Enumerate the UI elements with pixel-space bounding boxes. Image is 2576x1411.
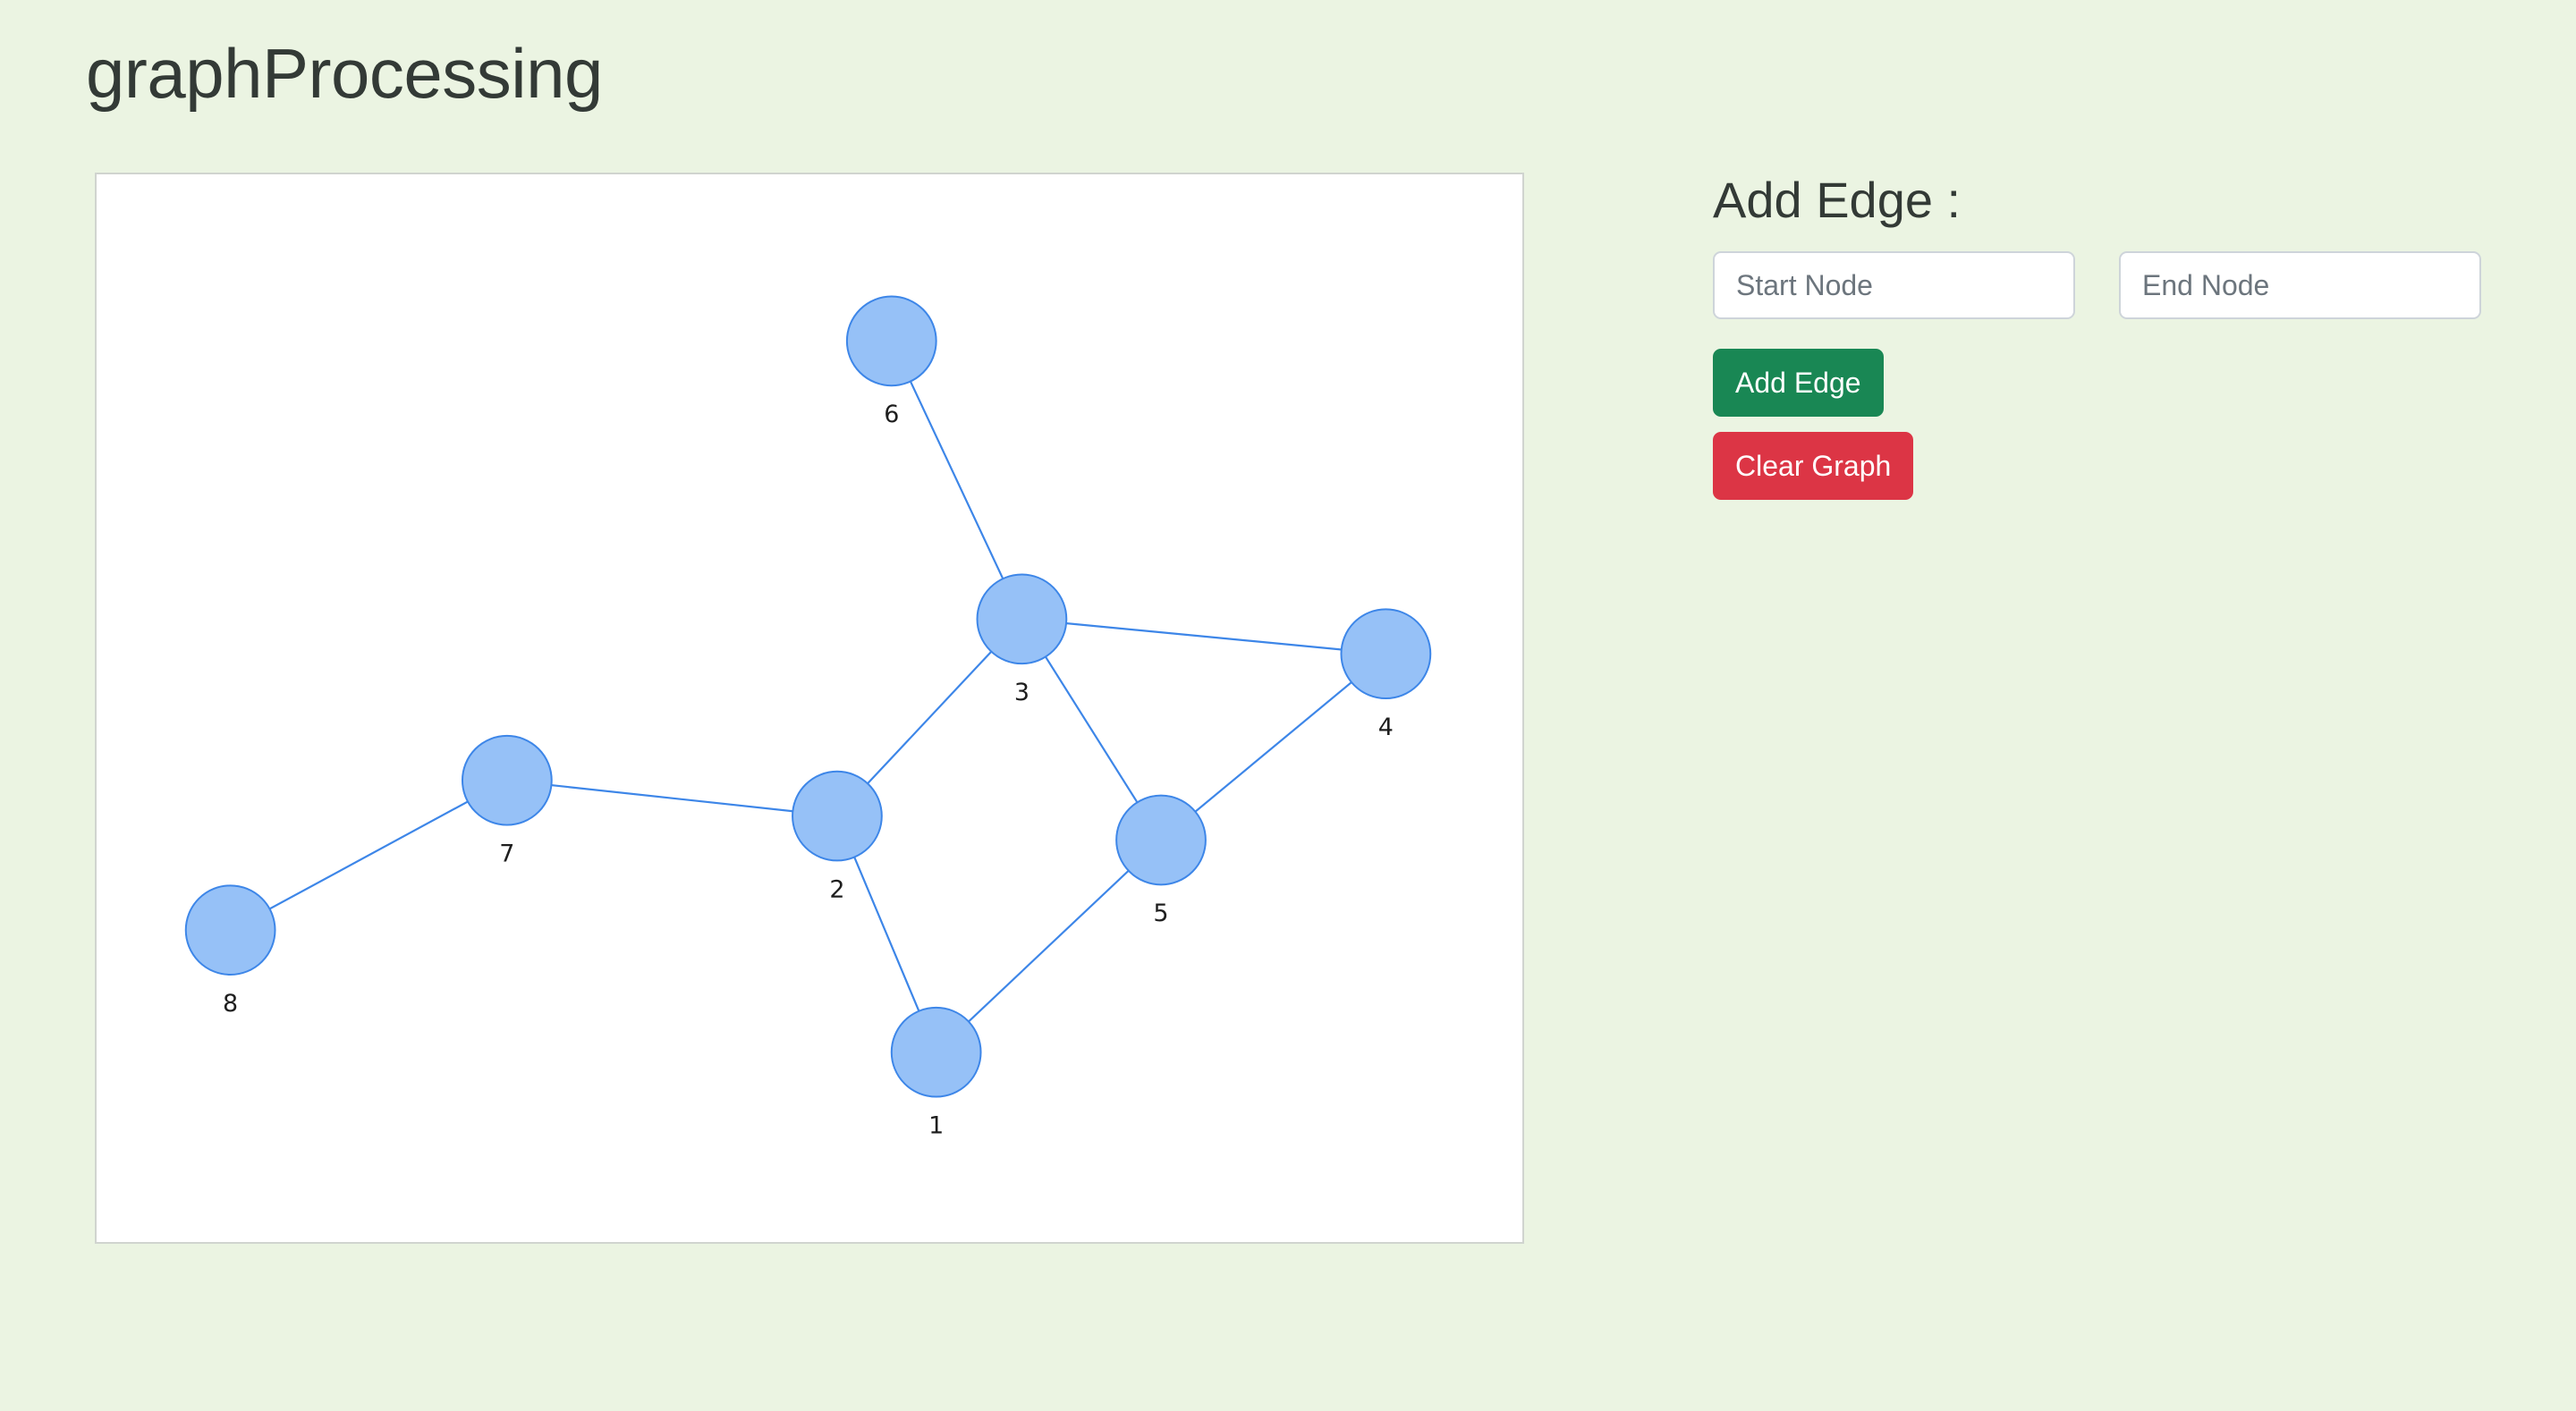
edge-4-5 <box>1160 653 1387 841</box>
edge-5-1 <box>935 839 1162 1053</box>
node-label: 5 <box>1153 900 1168 927</box>
end-node-input[interactable] <box>2119 251 2481 320</box>
graph-svg[interactable]: 1 2 3 4 5 6 7 8 <box>97 174 1522 1242</box>
add-edge-heading: Add Edge : <box>1713 172 1962 228</box>
graph-node-5[interactable]: 5 <box>1115 794 1207 928</box>
add-edge-panel: Add Edge : Add Edge Clear Graph <box>1713 170 2500 501</box>
node-circle[interactable] <box>976 573 1068 665</box>
graph-node-1[interactable]: 1 <box>890 1006 982 1140</box>
node-inputs-row <box>1713 251 2500 320</box>
graph-node-2[interactable]: 2 <box>792 770 883 904</box>
clear-graph-button[interactable]: Clear Graph <box>1713 432 1914 501</box>
nodes-layer: 1 2 3 4 5 6 7 8 <box>184 295 1432 1140</box>
graph-node-4[interactable]: 4 <box>1340 608 1432 741</box>
graph-node-7[interactable]: 7 <box>461 734 553 868</box>
graph-canvas[interactable]: 1 2 3 4 5 6 7 8 <box>95 173 1524 1244</box>
node-circle[interactable] <box>461 734 553 826</box>
edge-6-3 <box>890 340 1023 620</box>
graph-node-3[interactable]: 3 <box>976 573 1068 707</box>
node-label: 4 <box>1378 714 1394 741</box>
edge-7-2 <box>506 779 838 817</box>
node-circle[interactable] <box>1115 794 1207 886</box>
node-label: 8 <box>223 990 238 1018</box>
add-edge-button[interactable]: Add Edge <box>1713 349 1884 418</box>
node-label: 6 <box>884 401 899 428</box>
node-circle[interactable] <box>792 770 883 862</box>
graph-node-8[interactable]: 8 <box>184 884 276 1018</box>
node-label: 2 <box>829 875 844 903</box>
node-label: 7 <box>499 840 514 867</box>
node-label: 3 <box>1014 679 1030 706</box>
node-label: 1 <box>928 1111 944 1139</box>
edge-3-4 <box>1021 618 1386 655</box>
edges-layer <box>230 340 1387 1053</box>
page-title: graphProcessing <box>86 34 603 113</box>
node-circle[interactable] <box>184 884 276 976</box>
graph-node-6[interactable]: 6 <box>845 295 937 429</box>
start-node-input[interactable] <box>1713 251 2075 320</box>
edge-8-7 <box>230 779 508 932</box>
node-circle[interactable] <box>1340 608 1432 700</box>
node-circle[interactable] <box>890 1006 982 1098</box>
node-circle[interactable] <box>845 295 937 387</box>
